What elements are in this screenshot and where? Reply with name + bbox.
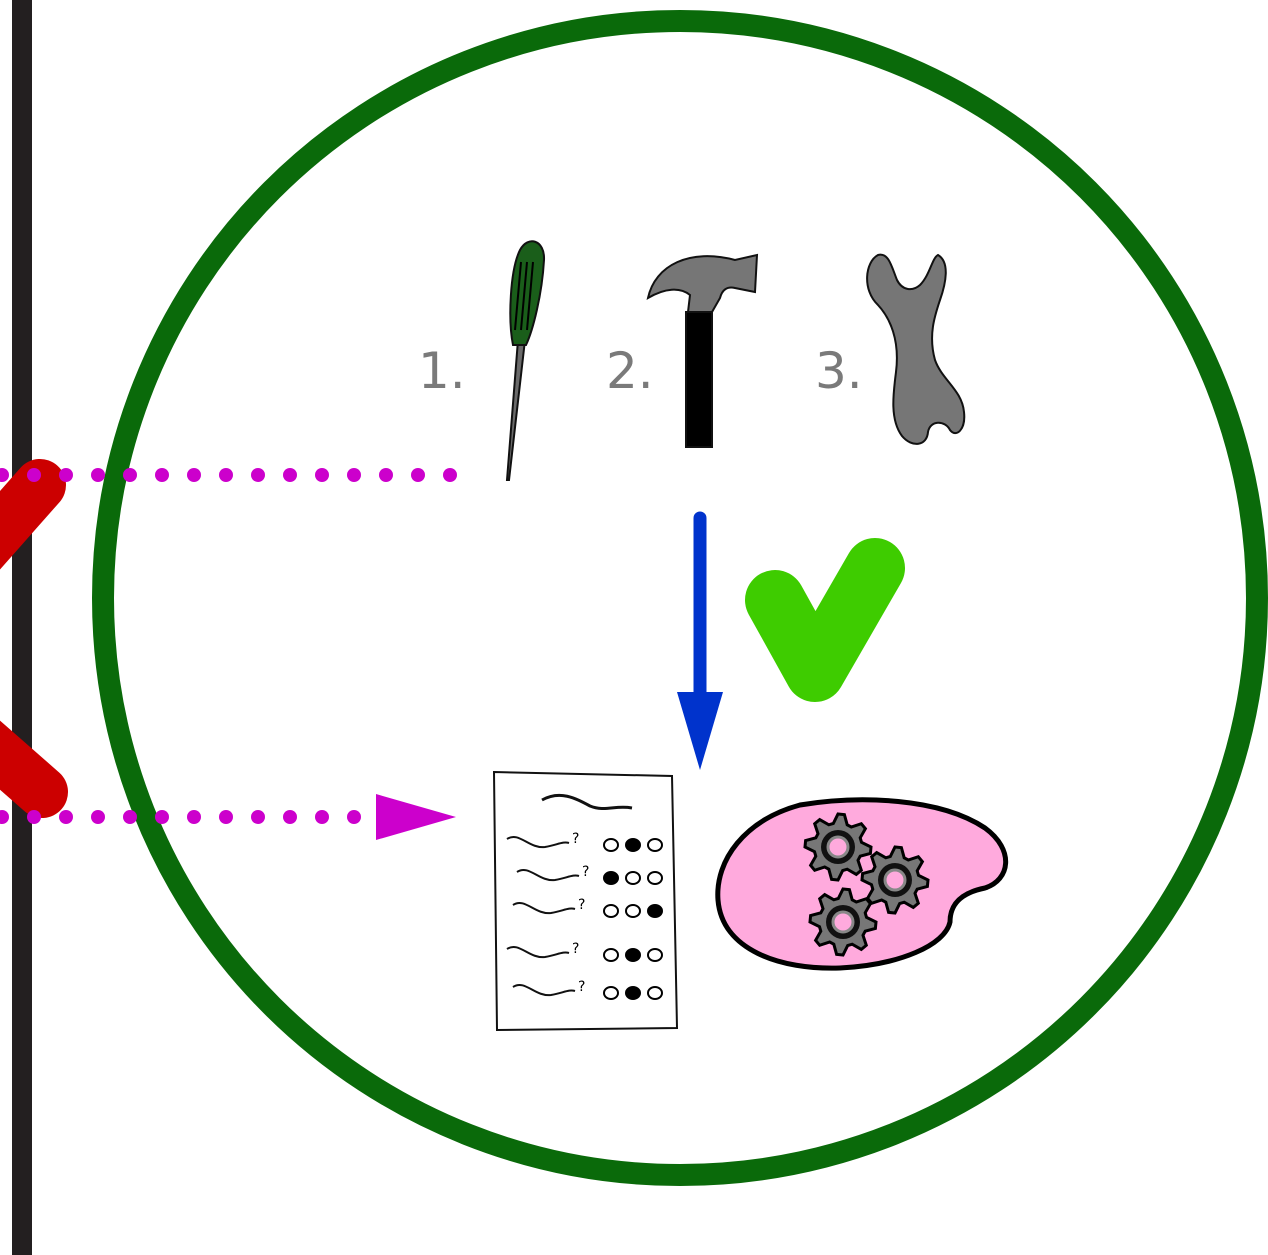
step-number-3: 3.: [815, 342, 863, 400]
answer-bubble-empty: [647, 948, 663, 962]
step-number-1: 1.: [418, 342, 466, 400]
brain-with-gears: [715, 797, 1009, 971]
answer-bubble-empty: [625, 904, 641, 918]
question-squiggle: [512, 902, 576, 915]
answer-bubble-empty: [647, 838, 663, 852]
question-row: ?: [506, 831, 663, 852]
hammer-icon: [646, 253, 759, 448]
question-squiggle: [512, 984, 576, 997]
question-mark: ?: [582, 864, 589, 880]
question-mark: ?: [572, 941, 579, 957]
vertical-wall: [12, 0, 32, 1255]
answer-bubble-filled: [647, 904, 663, 918]
step-number-2: 2.: [606, 342, 654, 400]
answer-bubble-filled: [625, 986, 641, 1000]
question-row: ?: [506, 941, 663, 962]
screwdriver-icon: [505, 240, 546, 481]
question-row: ?: [516, 864, 663, 885]
green-circle: [92, 10, 1268, 1186]
answer-bubble-empty: [603, 838, 619, 852]
question-mark: ?: [572, 831, 579, 847]
gear-icon: [803, 812, 873, 882]
answer-bubble-filled: [603, 871, 619, 885]
answer-bubble-empty: [603, 948, 619, 962]
question-squiggle: [516, 869, 580, 882]
question-row: ?: [512, 897, 663, 918]
questionnaire-sheet: ?????: [492, 770, 679, 1032]
gear-icon: [808, 887, 878, 957]
answer-bubble-empty: [603, 904, 619, 918]
answer-bubble-empty: [647, 871, 663, 885]
answer-bubble-filled: [625, 838, 641, 852]
answer-bubble-empty: [603, 986, 619, 1000]
question-squiggle: [506, 836, 570, 849]
wrench-icon: [866, 253, 966, 445]
answer-bubble-empty: [647, 986, 663, 1000]
magenta-arrowhead: [376, 794, 456, 840]
gear-icon: [860, 845, 930, 915]
red-cross: [0, 459, 68, 818]
question-mark: ?: [578, 897, 585, 913]
question-mark: ?: [578, 979, 585, 995]
question-squiggle: [506, 946, 570, 959]
dotted-line-top: [0, 468, 457, 482]
answer-bubble-filled: [625, 948, 641, 962]
question-row: ?: [512, 979, 663, 1000]
blue-down-arrow: [677, 511, 723, 770]
green-checkmark: [745, 538, 905, 702]
dotted-arrow-bottom: [0, 794, 456, 840]
answer-bubble-empty: [625, 871, 641, 885]
